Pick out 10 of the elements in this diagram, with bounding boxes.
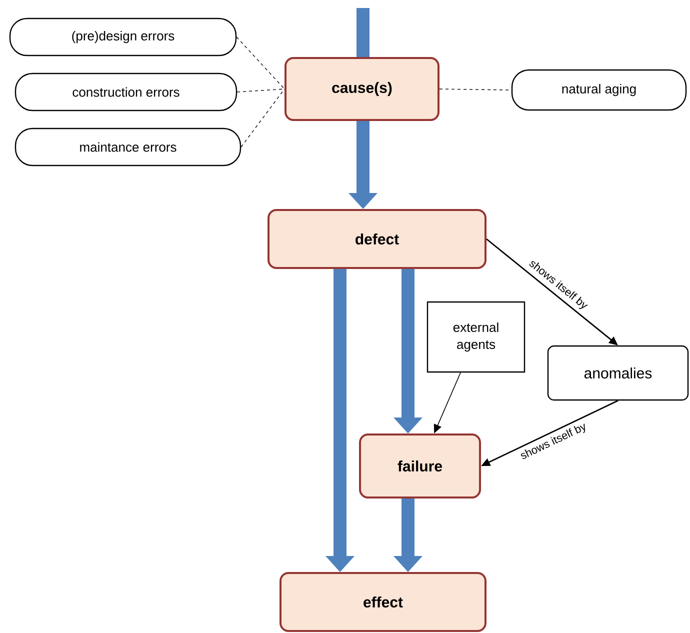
process-box: effect [280, 572, 486, 632]
connector-line [236, 88, 285, 92]
edge-label: shows itself by [518, 420, 590, 464]
text-box: anomalies [547, 345, 689, 401]
process-box: defect [268, 209, 486, 269]
text-box: external agents [426, 301, 526, 373]
connector-line [236, 36, 285, 90]
process-box: cause(s) [284, 57, 440, 121]
process-box: failure [359, 434, 481, 498]
connector-line [240, 88, 285, 148]
